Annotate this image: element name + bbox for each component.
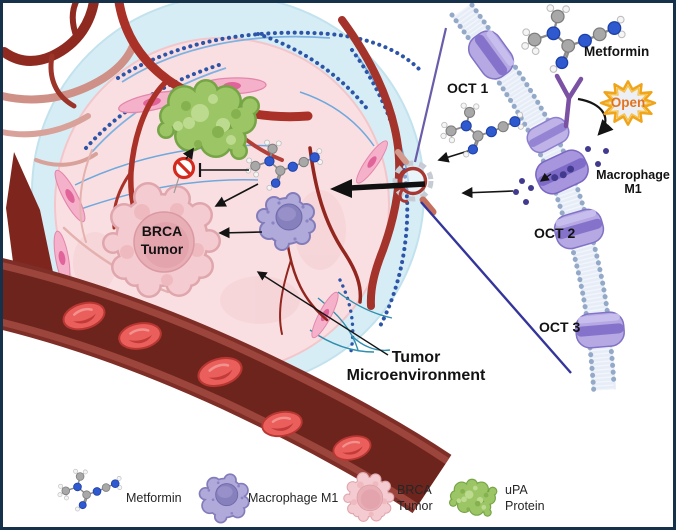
metformin-molecule-icon <box>57 468 123 512</box>
legend-label-upa-protein: uPA Protein <box>505 483 545 514</box>
panel-arrows <box>437 97 614 199</box>
zoom-guide-lines <box>413 27 572 374</box>
scene-arrows <box>182 147 389 356</box>
label-metformin: Metformin <box>584 44 650 59</box>
metformin-molecule-icon <box>520 3 627 74</box>
metformin-molecule-icon <box>439 102 525 159</box>
label-oct1: OCT 1 <box>447 80 489 96</box>
open-channel-lower-icon <box>535 149 589 195</box>
open-star-badge <box>599 80 657 126</box>
label-oct3: OCT 3 <box>539 319 581 335</box>
oct3-channel-icon <box>573 310 627 350</box>
blood-vessel-branches <box>0 0 404 335</box>
tumor-microenvironment <box>0 0 425 389</box>
upa-protein-icon <box>448 478 498 517</box>
cell-membrane <box>437 2 657 398</box>
label-macrophage-m1: Macrophage M1 <box>596 168 670 197</box>
label-open-badge: Open <box>610 95 646 110</box>
legend-label-metformin: Metformin <box>126 491 182 505</box>
legend-label-macrophage-m1: Macrophage M1 <box>248 491 339 505</box>
label-brca-tumor: BRCA Tumor <box>140 223 184 258</box>
blood-vessel <box>0 257 452 514</box>
teal-fibers <box>309 291 393 353</box>
metformin-dots <box>513 146 609 205</box>
uptake-arrow <box>330 179 426 198</box>
receptor-y-icon <box>554 73 584 129</box>
legend-label-brca-tumor: BRCA Tumor <box>397 483 433 514</box>
macrophage-m1-icon <box>198 472 251 524</box>
open-channel-upper-icon <box>526 116 570 154</box>
label-oct2: OCT 2 <box>534 225 576 241</box>
label-tumor-microenvironment: Tumor Microenvironment <box>346 349 486 385</box>
